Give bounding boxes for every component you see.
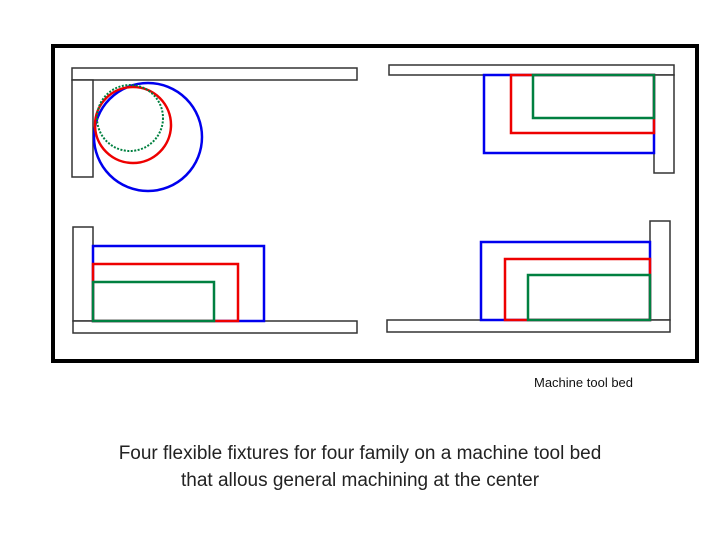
fixture-bottom-right-rail (386, 319, 671, 333)
fixture-top-right-rail (388, 64, 675, 76)
fixture-top-right-stop (653, 74, 675, 174)
fixture-bottom-right-stop (649, 220, 671, 321)
fixture-bottom-left (72, 226, 358, 334)
caption: Four flexible fixtures for four family o… (40, 440, 680, 494)
part-small-rect (531, 73, 656, 120)
fixture-bottom-left-stop (72, 226, 94, 322)
caption-line-1: Four flexible fixtures for four family o… (118, 443, 602, 464)
part-medium-rect (91, 262, 240, 323)
part-large-rect (482, 73, 656, 155)
fixture-bottom-left-rail (72, 320, 358, 334)
fixture-top-left (71, 67, 358, 193)
fixture-top-left-rail (71, 67, 358, 81)
part-large-rect (479, 240, 652, 322)
caption-line-2: that allous general machining at the cen… (180, 470, 540, 491)
fixture-top-left-stop (71, 79, 94, 178)
bed-label: Machine tool bed (534, 375, 634, 390)
part-small-circle (96, 84, 164, 152)
machine-tool-bed (51, 44, 699, 363)
part-large-circle (92, 81, 204, 193)
part-small-rect (526, 273, 652, 322)
part-medium-circle (93, 85, 173, 165)
fixture-top-right (388, 64, 675, 174)
part-small-rect (91, 280, 216, 323)
fixture-bottom-right (386, 220, 671, 333)
